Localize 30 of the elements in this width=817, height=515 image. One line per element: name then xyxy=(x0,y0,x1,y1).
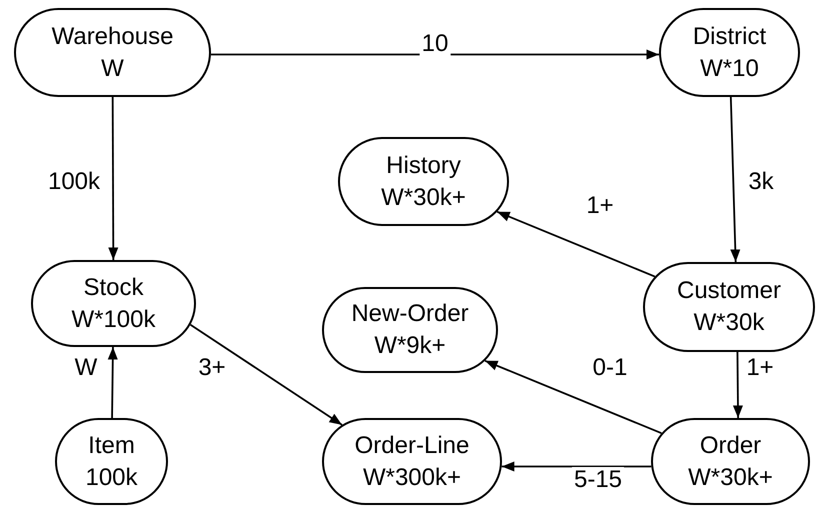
entity-cardinality: W*100k xyxy=(71,304,156,334)
arrow xyxy=(190,324,342,426)
entity-name: Warehouse xyxy=(52,22,174,52)
entity-cardinality: W*9k+ xyxy=(374,331,446,361)
entity-cardinality: W*10 xyxy=(700,54,759,84)
entity-pill xyxy=(322,287,498,373)
entity-name: Stock xyxy=(83,272,144,302)
arrow xyxy=(210,49,660,60)
arrow xyxy=(730,96,740,262)
arrow xyxy=(502,461,652,472)
entity-pill xyxy=(338,137,509,226)
entity-name: Item xyxy=(88,430,135,460)
entity-cardinality: W xyxy=(101,54,124,84)
entity-name: Order-Line xyxy=(354,430,470,460)
entity-name: New-Order xyxy=(351,299,469,329)
arrow xyxy=(484,360,662,434)
edge-label: 10 xyxy=(420,31,450,57)
arrow xyxy=(496,210,656,278)
entity-name: History xyxy=(386,150,461,180)
entity-cardinality: W*300k+ xyxy=(362,462,462,492)
entity-cardinality: W*30k xyxy=(694,308,764,338)
arrow xyxy=(108,97,118,260)
entity-name: District xyxy=(692,22,766,52)
entity-name: Customer xyxy=(676,276,782,306)
entity-cardinality: 100k xyxy=(85,462,138,492)
arrow xyxy=(108,346,118,418)
arrow xyxy=(732,352,743,418)
entity-cardinality: W*30k+ xyxy=(381,182,466,212)
entity-cardinality: W*30k+ xyxy=(688,462,773,492)
entity-name: Order xyxy=(700,430,762,460)
